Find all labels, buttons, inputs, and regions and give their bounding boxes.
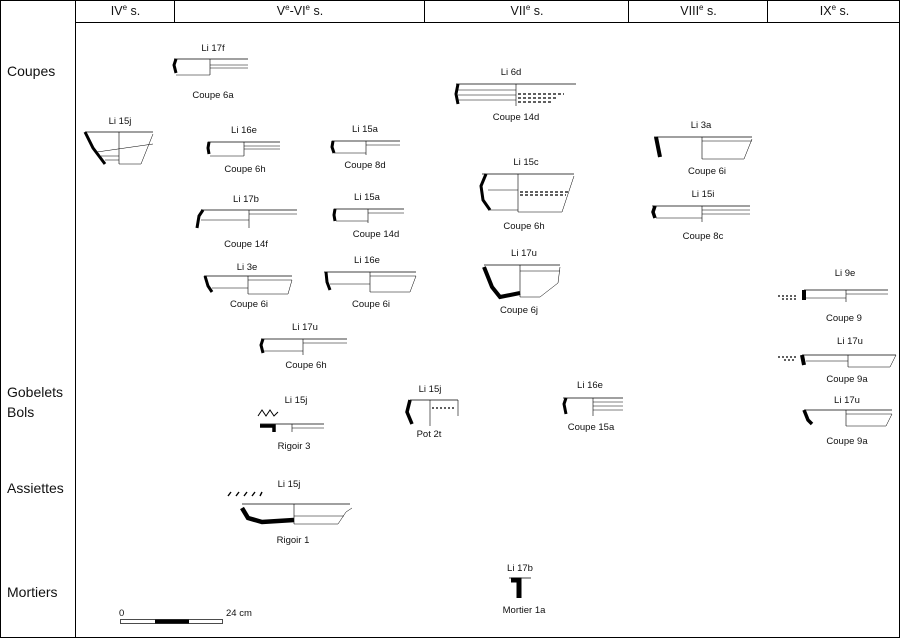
- item-form: Coupe 6i: [687, 166, 727, 177]
- item-form: Rigoir 3: [277, 441, 311, 452]
- item-ref: Li 15c: [513, 157, 539, 168]
- vessel-profile-drawing: [776, 284, 890, 304]
- item-form: Coupe 14d: [492, 112, 540, 123]
- vessel-profile-drawing: [561, 396, 625, 418]
- item-ref: Li 17b: [507, 563, 533, 574]
- scale-bar: [120, 619, 223, 624]
- row-label-mortiers: Mortiers: [7, 584, 58, 600]
- vessel-profile-drawing: [776, 349, 898, 369]
- item-form: Mortier 1a: [502, 605, 546, 616]
- vessel-profile-drawing: [322, 270, 418, 294]
- period-header-7: VIIe s.: [424, 0, 629, 22]
- vessel-profile-drawing: [480, 263, 562, 301]
- row-label-assiettes: Assiettes: [7, 480, 64, 496]
- item-ref: Li 17u: [834, 395, 860, 406]
- item-ref: Li 9e: [834, 268, 856, 279]
- period-header-4: IVe s.: [75, 0, 175, 22]
- vessel-profile-drawing: [802, 408, 894, 430]
- item-ref: Li 15a: [354, 192, 380, 203]
- row-label-coupes: Coupes: [7, 63, 56, 79]
- item-form: Coupe 9a: [826, 436, 868, 447]
- vessel-profile-drawing: [454, 82, 578, 108]
- item-form: Coupe 8c: [682, 231, 724, 242]
- item-ref: Li 15j: [284, 395, 308, 406]
- item-form: Coupe 6a: [192, 90, 234, 101]
- item-form: Coupe 14f: [224, 239, 268, 250]
- vessel-profile-drawing: [505, 576, 533, 600]
- period-header-5-6: Ve-VIe s.: [174, 0, 425, 22]
- period-header-8: VIIIe s.: [628, 0, 768, 22]
- item-ref: Li 17f: [201, 43, 225, 54]
- item-ref: Li 6d: [500, 67, 522, 78]
- item-form: Pot 2t: [416, 429, 442, 440]
- item-form: Coupe 6j: [499, 305, 539, 316]
- item-form: Coupe 8d: [344, 160, 386, 171]
- item-ref: Li 17u: [292, 322, 318, 333]
- item-form: Coupe 6i: [351, 299, 391, 310]
- item-form: Coupe 6i: [229, 299, 269, 310]
- scale-start-label: 0: [119, 608, 125, 619]
- scale-end-label: 24 cm: [226, 608, 252, 619]
- item-ref: Li 15j: [418, 384, 442, 395]
- item-ref: Li 16e: [354, 255, 380, 266]
- vessel-profile-drawing: [256, 408, 326, 434]
- vessel-profile-drawing: [259, 337, 349, 357]
- vessel-profile-drawing: [172, 57, 250, 77]
- item-ref: Li 3a: [690, 120, 712, 131]
- item-form: Coupe 9a: [826, 374, 868, 385]
- row-label-bols: Bols: [7, 404, 35, 420]
- item-ref: Li 15a: [352, 124, 378, 135]
- item-form: Coupe 14d: [352, 229, 400, 240]
- item-ref: Li 15j: [108, 116, 132, 127]
- item-form: Rigoir 1: [276, 535, 310, 546]
- item-form: Coupe 9: [826, 313, 862, 324]
- item-form: Coupe 15a: [567, 422, 615, 433]
- item-ref: Li 16e: [231, 125, 257, 136]
- vessel-profile-drawing: [652, 135, 754, 161]
- vessel-profile-drawing: [478, 172, 576, 214]
- vessel-profile-drawing: [332, 207, 406, 225]
- item-ref: Li 3e: [236, 262, 258, 273]
- item-form: Coupe 6h: [285, 360, 327, 371]
- vessel-profile-drawing: [330, 139, 402, 157]
- item-ref: Li 17u: [837, 336, 863, 347]
- item-ref: Li 15j: [277, 479, 301, 490]
- item-ref: Li 17b: [233, 194, 259, 205]
- item-ref: Li 17u: [511, 248, 537, 259]
- vessel-profile-drawing: [206, 140, 282, 158]
- vessel-profile-drawing: [195, 208, 299, 230]
- vessel-profile-drawing: [650, 204, 752, 224]
- item-ref: Li 16e: [577, 380, 603, 391]
- vessel-profile-drawing: [404, 398, 460, 428]
- item-form: Coupe 6h: [503, 221, 545, 232]
- item-form: Coupe 6h: [224, 164, 266, 175]
- period-header-9: IXe s.: [767, 0, 900, 22]
- vessel-profile-drawing: [83, 130, 155, 168]
- row-label-gobelets: Gobelets: [7, 384, 64, 400]
- vessel-profile-drawing: [226, 490, 354, 528]
- vessel-profile-drawing: [202, 274, 294, 296]
- item-ref: Li 15i: [691, 189, 715, 200]
